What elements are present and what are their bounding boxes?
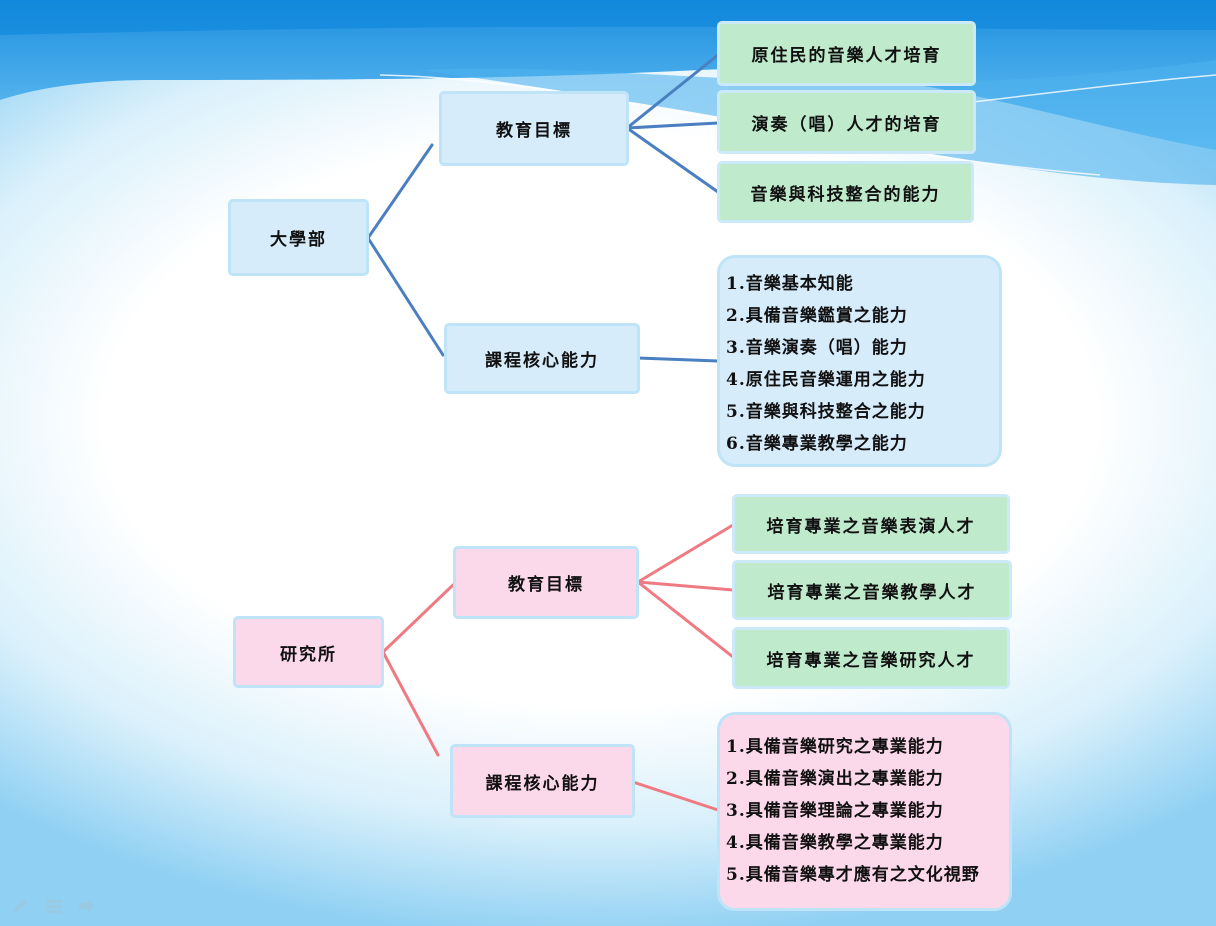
list-item: 4.原住民音樂運用之能力 [726, 370, 926, 390]
list-item: 1.音樂基本知能 [726, 274, 854, 294]
undergrad-goal-item: 音樂與科技整合的能力 [717, 161, 974, 223]
undergrad-goal-node: 教育目標 [439, 91, 629, 166]
connector-goal-item-1 [625, 53, 720, 130]
connector-grad-goal-item-1 [636, 523, 735, 584]
connector-undergrad-core [366, 236, 445, 357]
list-item: 1.具備音樂研究之專業能力 [726, 737, 944, 757]
list-item: 5.具備音樂專才應有之文化視野 [726, 865, 980, 885]
pen-icon[interactable] [10, 896, 30, 916]
connector-grad-goal-item-3 [636, 580, 735, 659]
connector-core-list [636, 356, 720, 363]
connector-grad-core-list [631, 780, 720, 812]
graduate-core-list: 1.具備音樂研究之專業能力 2.具備音樂演出之專業能力 3.具備音樂理論之專業能… [717, 712, 1012, 911]
graduate-root-node: 研究所 [233, 616, 384, 688]
list-item: 2.具備音樂演出之專業能力 [726, 769, 944, 789]
list-item: 3.具備音樂理論之專業能力 [726, 801, 944, 821]
graduate-core-node: 課程核心能力 [450, 744, 635, 818]
list-item: 2.具備音樂鑑賞之能力 [726, 306, 908, 326]
graduate-goal-item: 培育專業之音樂研究人才 [732, 627, 1010, 689]
list-item: 4.具備音樂教學之專業能力 [726, 833, 944, 853]
undergrad-core-list: 1.音樂基本知能 2.具備音樂鑑賞之能力 3.音樂演奏（唱）能力 4.原住民音樂… [717, 255, 1002, 467]
connector-goal-item-2 [625, 121, 720, 130]
graduate-goal-item: 培育專業之音樂教學人才 [732, 560, 1012, 620]
connector-graduate-core [381, 650, 440, 757]
connector-undergrad-goal [366, 143, 434, 240]
undergrad-goal-item: 原住民的音樂人才培育 [717, 21, 976, 86]
menu-icon[interactable] [44, 896, 64, 916]
list-item: 3.音樂演奏（唱）能力 [726, 338, 908, 358]
graduate-goal-node: 教育目標 [453, 546, 639, 619]
graduate-goal-item: 培育專業之音樂表演人才 [732, 494, 1010, 554]
list-item: 6.音樂專業教學之能力 [726, 434, 908, 454]
connector-grad-goal-item-2 [636, 580, 735, 592]
undergrad-goal-item: 演奏（唱）人才的培育 [717, 90, 976, 154]
connector-graduate-goal [381, 583, 455, 654]
undergrad-core-node: 課程核心能力 [444, 323, 640, 394]
undergrad-root-node: 大學部 [228, 199, 369, 276]
arrow-right-icon[interactable] [77, 896, 97, 916]
connector-goal-item-3 [625, 126, 720, 194]
list-item: 5.音樂與科技整合之能力 [726, 402, 926, 422]
